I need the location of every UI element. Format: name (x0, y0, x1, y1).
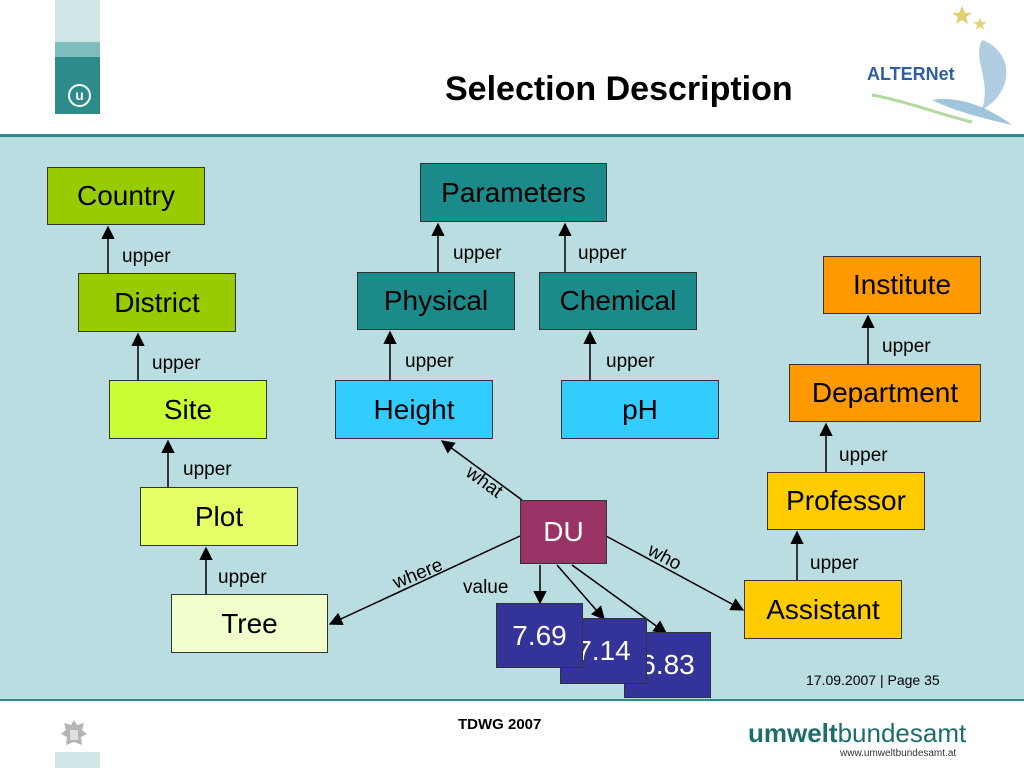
edge-label-upper: upper (453, 243, 502, 264)
page-title: Selection Description (445, 70, 793, 108)
umweltbundesamt-logo-icon: u (68, 84, 91, 107)
edge-label-upper: upper (606, 351, 655, 372)
node-site: Site (109, 380, 267, 439)
logo-part-b: bundesamt (837, 718, 967, 748)
what-arrow (440, 440, 523, 501)
edge-label-upper: upper (122, 246, 171, 267)
edge-label-upper: upper (578, 243, 627, 264)
edge-label-value: value (463, 577, 509, 598)
node-du: DU (520, 500, 607, 564)
node-assistant: Assistant (744, 580, 902, 639)
header: u Selection Description ALTERNet (0, 0, 1024, 134)
edge-label-upper: upper (810, 553, 859, 574)
value-arrow (556, 564, 605, 621)
node-ph: pH (561, 380, 719, 439)
node-physical: Physical (357, 272, 515, 330)
website-url: www.umweltbundesamt.at (840, 748, 957, 759)
brand-stripe (55, 42, 100, 57)
node-plot: Plot (140, 487, 298, 546)
node-parameters: Parameters (420, 163, 607, 222)
eagle-crest-icon (61, 720, 87, 745)
node-institute: Institute (823, 256, 981, 314)
node-department: Department (789, 364, 981, 422)
edge-label-upper: upper (882, 336, 931, 357)
edge-label-upper: upper (218, 567, 267, 588)
node-height: Height (335, 380, 493, 439)
edge-label-upper: upper (183, 459, 232, 480)
alternet-logo: ALTERNet (867, 6, 1012, 125)
where-arrow (328, 535, 521, 626)
edge-label-upper: upper (405, 351, 454, 372)
edge-label-upper: upper (839, 445, 888, 466)
who-arrow (605, 535, 745, 611)
logo-part-a: umwelt (748, 718, 838, 748)
brand-stripe (55, 0, 100, 42)
date-page: 17.09.2007 | Page 35 (806, 672, 940, 688)
value-arrow (571, 564, 668, 634)
node-professor: Professor (767, 472, 925, 530)
node-tree: Tree (171, 594, 328, 653)
event-name: TDWG 2007 (458, 716, 542, 733)
edge-label-upper: upper (152, 353, 201, 374)
node-country: Country (47, 167, 205, 225)
alternet-logo-text: ALTERNet (867, 64, 955, 84)
value-box: 7.69 (496, 603, 583, 668)
umweltbundesamt-logo: umweltbundesamt (748, 718, 966, 749)
brand-stripe (55, 752, 100, 768)
node-chemical: Chemical (539, 272, 697, 330)
node-district: District (78, 273, 236, 332)
